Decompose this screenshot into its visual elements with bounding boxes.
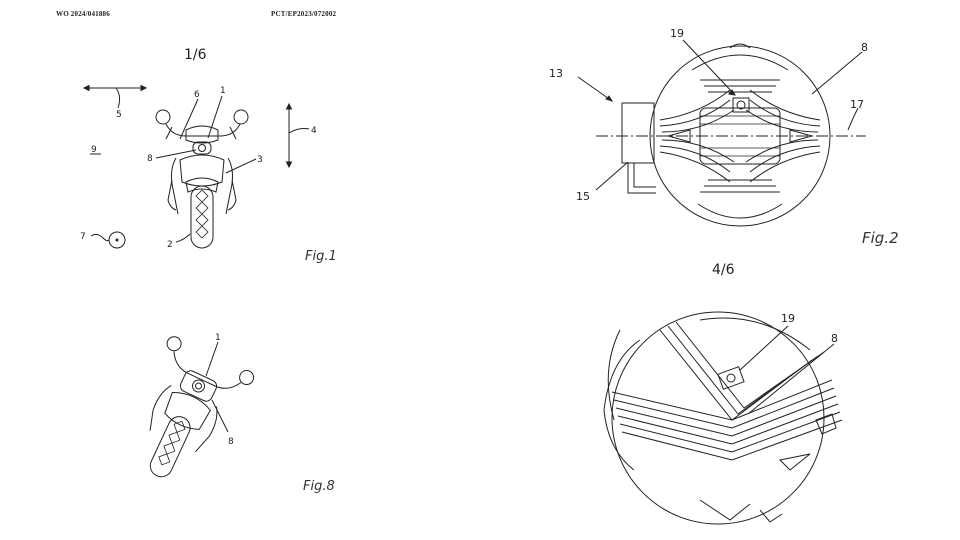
fig1-ref-5: 5 [116,110,122,120]
sheet-number-right: 4/6 [712,262,735,278]
fig8-ref-8: 8 [228,437,234,447]
fig1-ref-9: 9 [91,145,97,155]
fig2-drawing [577,39,866,227]
fig8-ref-1: 1 [215,333,221,343]
application-number: PCT/EP2023/072002 [271,10,337,18]
fig1-ref-1: 1 [220,86,226,96]
fig8-drawing [149,336,255,478]
fig2-ref-19: 19 [670,27,684,40]
fig2-reference-numerals: 8 13 15 17 19 [549,27,868,203]
fig1-ref-8: 8 [147,154,153,164]
fig4-drawing [603,311,843,525]
fig4-ref-19: 19 [781,312,795,325]
sheet-number-left: 1/6 [184,47,207,63]
fig4-reference-numerals: 19 8 [781,312,838,345]
fig4-ref-8: 8 [831,332,838,345]
fig2-ref-8: 8 [861,41,868,54]
fig8-leaders [205,341,229,433]
fig1-ref-7: 7 [80,232,86,242]
fig2-ref-15: 15 [576,190,590,203]
fig2-ref-17: 17 [850,98,864,111]
fig8-caption: Fig.8 [303,479,335,494]
fig1-ref-6: 6 [194,90,200,100]
fig1-ref-4: 4 [311,126,317,136]
fig1-reference-numerals: 1 2 3 4 5 6 7 8 9 [80,86,317,250]
fig8-reference-numerals: 1 8 [215,333,234,447]
fig2-ref-13: 13 [549,67,563,80]
fig1-ref-2: 2 [167,240,173,250]
fig1-caption: Fig.1 [305,249,337,264]
fig1-drawing [82,84,310,249]
fig1-ref-3: 3 [257,155,263,165]
fig2-caption: Fig.2 [862,229,899,247]
publication-number: WO 2024/041886 [56,10,110,18]
